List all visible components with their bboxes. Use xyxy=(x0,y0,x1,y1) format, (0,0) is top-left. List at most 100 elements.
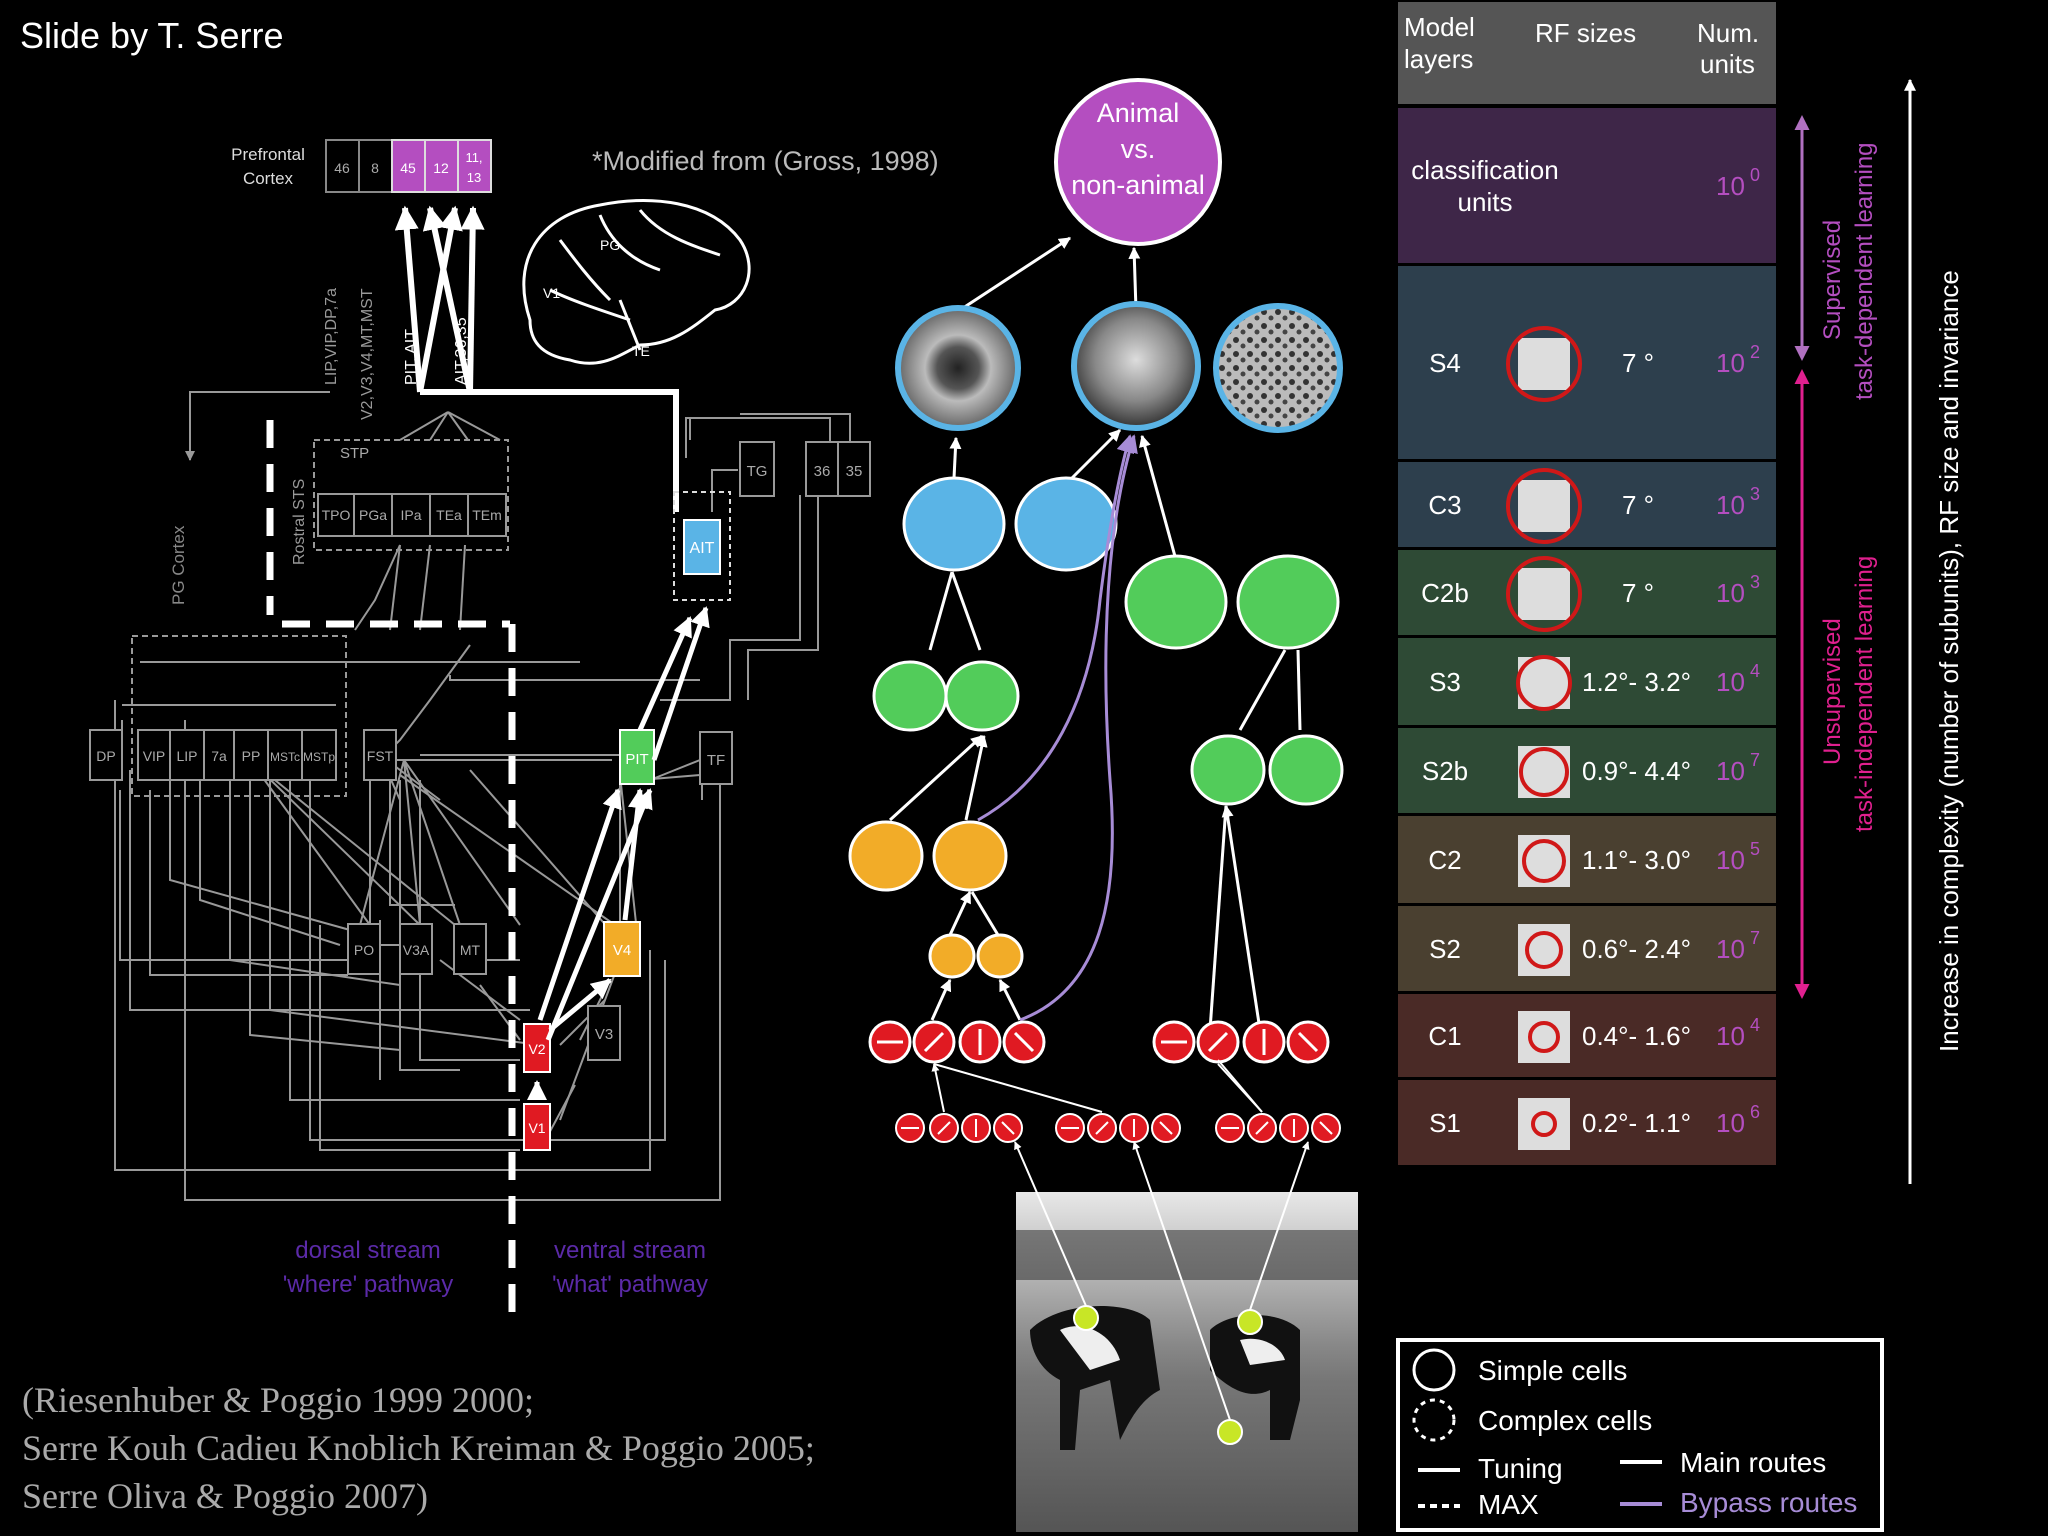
row-num-units: 10 xyxy=(1716,1108,1745,1138)
row-num-units: 10 xyxy=(1716,756,1745,786)
area-v3 xyxy=(587,1005,621,1061)
area-v1 xyxy=(523,1103,551,1151)
row-num-units: 10 xyxy=(1716,578,1745,608)
model-hierarchy: Animal vs. non-animal xyxy=(848,78,1358,1532)
supervised-label-1: Supervised xyxy=(1819,220,1846,340)
s2b-connections xyxy=(1208,804,1262,1031)
c2b-connections xyxy=(928,434,1302,731)
area-v2 xyxy=(523,1023,551,1073)
dorsal-pathway-label: 'where' pathway xyxy=(283,1271,454,1298)
sketch-label-v1: V1 xyxy=(543,285,560,301)
output-label-3: non-animal xyxy=(1071,170,1205,200)
row-rf-size: 7 ° xyxy=(1622,578,1654,608)
legend-simple: Simple cells xyxy=(1478,1355,1627,1386)
row-num-units-exponent: 7 xyxy=(1750,750,1760,770)
rf-circle xyxy=(1506,326,1582,402)
row-num-units: 10 xyxy=(1716,348,1745,378)
area-dp: DP xyxy=(96,748,115,764)
row-num-units-exponent: 6 xyxy=(1750,1102,1760,1122)
s3-unit-2 xyxy=(944,660,1020,732)
sketch-label-pg: PG xyxy=(600,237,620,253)
row-num-units-exponent: 3 xyxy=(1750,484,1760,504)
c2-unit-2 xyxy=(932,820,1008,892)
unsupervised-label-1: Unsupervised xyxy=(1819,618,1846,765)
row-layer-label: C2b xyxy=(1421,578,1469,608)
row-layer-label: classification xyxy=(1411,155,1558,185)
area-v3a: V3A xyxy=(403,942,430,958)
complexity-axis-label: Increase in complexity (number of subuni… xyxy=(1934,270,1964,1052)
area-35 xyxy=(837,441,871,497)
s2b-unit-1 xyxy=(1190,734,1266,806)
s4-connections xyxy=(959,236,1141,312)
rf-circle xyxy=(1522,839,1566,883)
table-row xyxy=(1398,462,1776,547)
bypass-routes xyxy=(977,434,1138,1022)
c2b-unit-1 xyxy=(1124,554,1228,650)
row-num-units-exponent: 4 xyxy=(1750,1015,1760,1035)
rf-thumbnail xyxy=(1518,568,1570,620)
input-image xyxy=(1016,1192,1358,1532)
rf-circle xyxy=(1528,1021,1560,1053)
layer-table: Model layers RF sizes Num. units classif… xyxy=(1398,2,1964,1184)
rf-thumbnail xyxy=(1518,480,1570,532)
area-12: 12 xyxy=(433,160,449,176)
area-v4-label: V4 xyxy=(613,942,631,959)
ventral-stream-label: ventral stream xyxy=(554,1237,706,1264)
rf-circle xyxy=(1525,931,1563,969)
row-rf-size: 1.2°- 3.2° xyxy=(1582,667,1691,697)
row-num-units: 10 xyxy=(1716,490,1745,520)
rf-thumbnail xyxy=(1518,1098,1570,1150)
complex-cell-icon xyxy=(1412,1398,1456,1442)
rf-thumbnail xyxy=(1518,835,1570,887)
area-ait xyxy=(683,519,721,575)
row-num-units-exponent: 2 xyxy=(1750,342,1760,362)
reference-line-2: Serre Kouh Cadieu Knoblich Kreiman & Pog… xyxy=(22,1428,815,1468)
reference-line-1: (Riesenhuber & Poggio 1999 2000; xyxy=(22,1380,534,1420)
row-rf-size: 0.4°- 1.6° xyxy=(1582,1021,1691,1051)
header-model-layers-2: layers xyxy=(1404,44,1473,74)
brain-sketch xyxy=(522,199,751,365)
area-ait-label: AIT xyxy=(690,540,715,557)
dorsal-areas: DP VIP LIP 7a PP MSTc MSTp FST xyxy=(89,729,397,781)
area-7a: 7a xyxy=(211,748,227,764)
unsupervised-label-2: task-independent learning xyxy=(1851,556,1878,832)
row-rf-size: 0.2°- 1.1° xyxy=(1582,1108,1691,1138)
row-layer-label: C2 xyxy=(1428,845,1461,875)
area-tg-label: TG xyxy=(747,463,768,480)
c2-unit-1 xyxy=(848,820,924,892)
prefrontal-areas: 46 8 45 12 11, 13 xyxy=(325,139,492,193)
header-num-units-2: units xyxy=(1700,49,1755,79)
image-to-s1 xyxy=(1014,1141,1310,1421)
table-row xyxy=(1398,906,1776,991)
stp-areas: TPO PGa IPa TEa TEm xyxy=(317,493,507,537)
row-num-units-exponent: 4 xyxy=(1750,661,1760,681)
row-num-units: 10 xyxy=(1716,667,1745,697)
area-v1-label: V1 xyxy=(528,1120,545,1136)
label-rostral-sts: Rostral STS xyxy=(291,479,308,565)
dorsal-box xyxy=(131,635,347,797)
row-layer-label: S2 xyxy=(1429,934,1461,964)
s2b-unit-2 xyxy=(1268,734,1344,806)
c3-unit-1 xyxy=(902,476,1006,572)
rf-circle xyxy=(1506,468,1582,544)
ventral-pathway-label: 'what' pathway xyxy=(552,1271,708,1298)
row-layer-label: units xyxy=(1458,187,1513,217)
label-v2-mst: V2,V3,V4,MT,MST xyxy=(359,288,376,420)
header-rf-sizes: RF sizes xyxy=(1535,18,1636,48)
c1-units xyxy=(868,1020,1330,1064)
s2-unit-1 xyxy=(928,933,976,979)
area-lip: LIP xyxy=(176,748,197,764)
area-mt: MT xyxy=(460,942,481,958)
row-rf-size: 0.9°- 4.4° xyxy=(1582,756,1691,786)
area-po: PO xyxy=(354,942,374,958)
label-pg-cortex: PG Cortex xyxy=(169,525,188,605)
row-rf-size: 7 ° xyxy=(1622,490,1654,520)
legend-tuning: Tuning xyxy=(1478,1453,1563,1484)
area-tf-label: TF xyxy=(707,752,725,769)
row-num-units: 10 xyxy=(1716,845,1745,875)
legend-bypass: Bypass routes xyxy=(1680,1487,1857,1518)
legend-box xyxy=(1396,1338,1884,1532)
s1-units xyxy=(895,1113,1341,1143)
area-tea: TEa xyxy=(436,507,462,523)
